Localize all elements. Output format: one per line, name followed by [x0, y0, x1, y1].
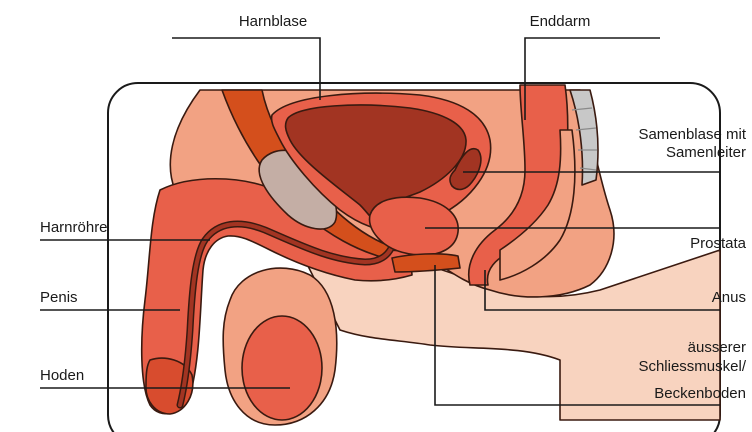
label-harnblase: Harnblase — [239, 13, 307, 30]
label-samenblase-line1: Samenblase mit — [638, 126, 746, 143]
label-anus: Anus — [712, 289, 746, 306]
label-schliess-line3: Beckenboden — [654, 385, 746, 402]
label-samenblase-line2: Samenleiter — [666, 144, 746, 161]
label-hoden: Hoden — [40, 367, 84, 384]
label-schliess-line2: Schliessmuskel/ — [638, 358, 746, 375]
label-penis: Penis — [40, 289, 78, 306]
label-harnroehre: Harnröhre — [40, 219, 108, 236]
label-enddarm: Enddarm — [530, 13, 591, 30]
label-schliess-line1: äusserer — [688, 339, 746, 356]
label-prostata: Prostata — [690, 235, 747, 252]
testicle — [242, 316, 322, 420]
sphincter-muscle — [392, 254, 460, 272]
